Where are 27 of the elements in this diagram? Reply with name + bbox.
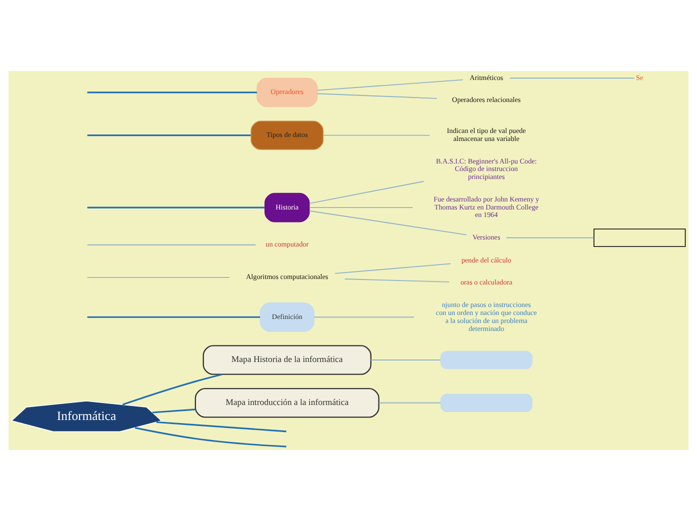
connector xyxy=(134,426,286,447)
connector xyxy=(308,180,424,204)
connector xyxy=(308,206,414,208)
connector xyxy=(378,402,441,403)
node-box: Mapa introducción a la informática xyxy=(194,387,380,418)
connector xyxy=(334,262,452,274)
connector xyxy=(87,91,257,93)
connector xyxy=(87,134,251,136)
connector xyxy=(344,278,450,282)
connector xyxy=(156,420,286,432)
connector xyxy=(86,244,256,245)
connector xyxy=(87,206,265,208)
connector xyxy=(86,276,230,278)
connector xyxy=(506,236,594,238)
node-box xyxy=(594,228,686,246)
connector xyxy=(87,316,260,318)
connector xyxy=(322,134,430,136)
connector xyxy=(509,77,635,78)
node-box: Mapa Historia de la informática xyxy=(202,344,372,374)
connector xyxy=(314,316,415,318)
node-box xyxy=(440,393,532,412)
connector xyxy=(370,359,442,360)
connector xyxy=(316,78,464,90)
connector xyxy=(308,210,467,235)
node-box xyxy=(440,350,532,369)
connector xyxy=(152,408,196,413)
connector xyxy=(316,92,438,98)
